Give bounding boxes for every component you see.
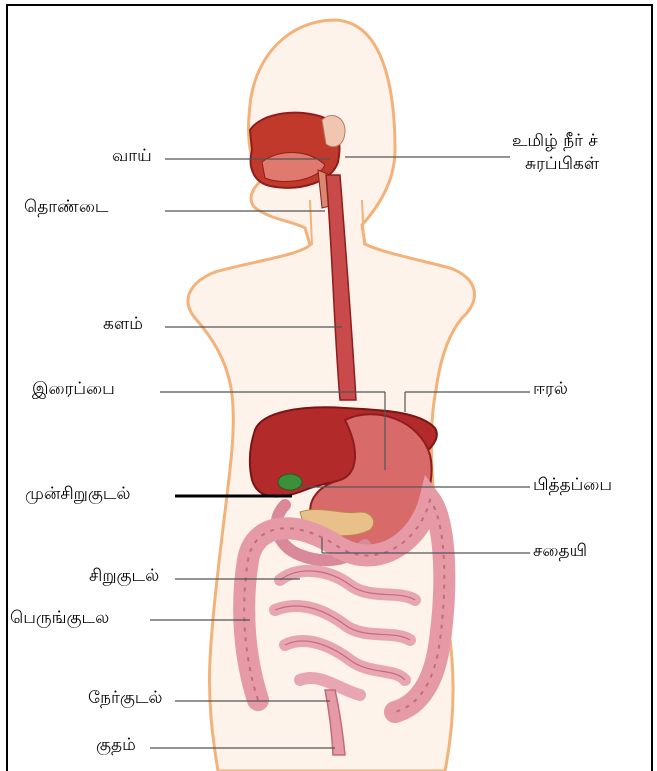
label-oesophagus: களம்: [103, 315, 143, 335]
label-liver: ஈரல்: [533, 380, 568, 400]
salivary-glands: [322, 116, 345, 147]
label-salivary-glands-line1: உமிழ் நீர் ச்: [512, 132, 598, 152]
label-throat: தொண்டை: [24, 198, 108, 218]
label-duodenum: முன்சிறுகுடல்: [25, 485, 131, 505]
label-pancreas: சதையி: [533, 542, 587, 562]
label-small-intestine: சிறுகுடல்: [89, 567, 159, 587]
label-large-intestine: பெருங்குடல: [10, 609, 109, 629]
label-salivary-glands-line2: சுரப்பிகள்: [525, 155, 599, 175]
gallbladder: [278, 474, 302, 490]
label-mouth: வாய்: [112, 147, 152, 167]
label-anus: குதம்: [96, 736, 136, 756]
label-stomach: இரைப்பை: [32, 380, 115, 400]
label-gallbladder: பித்தப்பை: [533, 476, 612, 496]
label-rectum: நேர்குடல்: [88, 689, 163, 709]
